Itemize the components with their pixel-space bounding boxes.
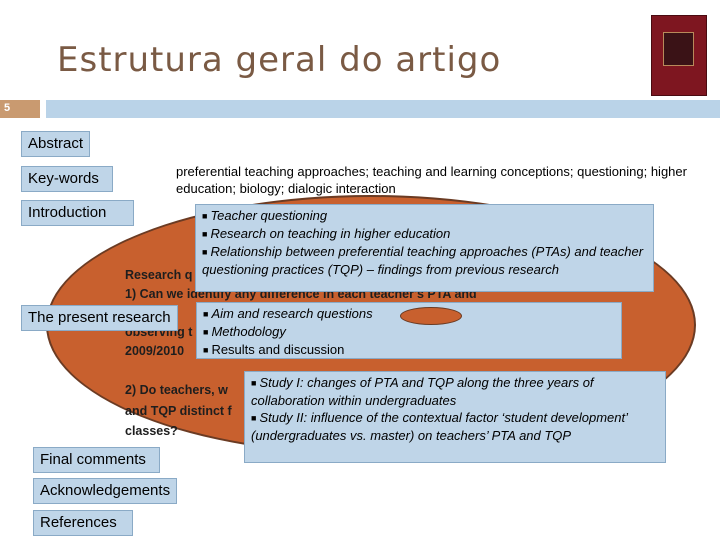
research-questions-text-1: Research q bbox=[125, 266, 192, 285]
bullet-icon: ■ bbox=[203, 309, 208, 319]
nav-references[interactable]: References bbox=[33, 510, 133, 536]
bullet-icon: ■ bbox=[202, 247, 207, 257]
nav-present-research[interactable]: The present research bbox=[21, 305, 178, 331]
bullet-icon: ■ bbox=[202, 229, 207, 239]
book-cover-label bbox=[663, 32, 694, 66]
nav-acknowledgements[interactable]: Acknowledgements bbox=[33, 478, 177, 504]
page-title: Estrutura geral do artigo bbox=[57, 40, 501, 80]
introduction-topic: ■Research on teaching in higher educatio… bbox=[202, 225, 647, 243]
bullet-icon: ■ bbox=[251, 378, 256, 388]
introduction-topic: ■Teacher questioning bbox=[202, 207, 647, 225]
slide-number: 5 bbox=[4, 102, 10, 114]
bullet-icon: ■ bbox=[203, 327, 208, 337]
study-item: ■Study II: influence of the contextual f… bbox=[251, 409, 659, 444]
research-questions-text-4: 2009/2010 bbox=[125, 342, 184, 361]
research-topic: ■Results and discussion bbox=[203, 341, 615, 359]
research-topic: ■Methodology bbox=[203, 323, 615, 341]
research-questions-text-6: and TQP distinct f bbox=[125, 402, 232, 421]
bullet-icon: ■ bbox=[203, 345, 208, 355]
mini-ellipse-thumbnail bbox=[400, 307, 462, 325]
nav-final-comments[interactable]: Final comments bbox=[33, 447, 160, 473]
keywords-text: preferential teaching approaches; teachi… bbox=[176, 163, 706, 197]
research-questions-text-7: classes? bbox=[125, 422, 178, 441]
introduction-topics-box: ■Teacher questioning ■Research on teachi… bbox=[195, 204, 654, 292]
studies-box: ■Study I: changes of PTA and TQP along t… bbox=[244, 371, 666, 463]
bullet-icon: ■ bbox=[202, 211, 207, 221]
nav-abstract[interactable]: Abstract bbox=[21, 131, 90, 157]
nav-keywords[interactable]: Key-words bbox=[21, 166, 113, 192]
research-questions-text-5: 2) Do teachers, w bbox=[125, 381, 228, 400]
study-item: ■Study I: changes of PTA and TQP along t… bbox=[251, 374, 659, 409]
introduction-topic: ■Relationship between preferential teach… bbox=[202, 243, 647, 278]
nav-introduction[interactable]: Introduction bbox=[21, 200, 134, 226]
header-accent-bar bbox=[46, 100, 720, 118]
bullet-icon: ■ bbox=[251, 413, 256, 423]
